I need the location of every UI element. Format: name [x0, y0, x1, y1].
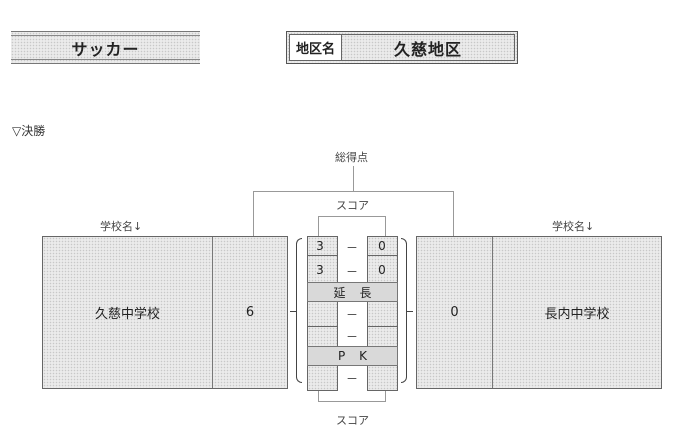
period-1-left-score: 3 [316, 239, 324, 253]
bracket-line [385, 216, 386, 236]
bracket-line [453, 191, 454, 236]
bracket-line [353, 166, 354, 191]
extra-row-2-separator: － [345, 330, 358, 344]
region-label: 地区名 [290, 35, 342, 60]
row-divider [367, 326, 398, 327]
sport-title: サッカー [11, 35, 200, 60]
bracket-line [318, 216, 319, 236]
sport-header: サッカー [11, 31, 200, 64]
period-2-separator: － [345, 265, 358, 279]
row-divider [307, 255, 338, 256]
school-label-right: 学校名↓ [552, 220, 595, 233]
team-name-left: 久慈中学校 [43, 237, 213, 388]
school-label-left: 学校名↓ [100, 220, 143, 233]
team-total-left: 6 [245, 305, 255, 320]
period-2-left-score: 3 [316, 263, 324, 277]
period-2-right-score: 0 [378, 263, 386, 277]
team-panel-right: 0 長内中学校 [416, 236, 662, 389]
score-label-top: スコア [336, 199, 369, 212]
total-score-label: 総得点 [335, 151, 368, 164]
extra-row-1-separator: － [345, 308, 358, 322]
region-name: 久慈地区 [393, 39, 462, 59]
extra-time-label: 延長 [307, 282, 398, 302]
bracket-line [253, 191, 454, 192]
region-header: 地区名 久慈地区 [286, 31, 518, 64]
left-brace-tip [290, 311, 296, 312]
right-brace-tip [407, 311, 413, 312]
bracket-line [318, 391, 319, 401]
period-1-separator: － [345, 241, 358, 255]
period-1-right-score: 0 [378, 239, 386, 253]
bracket-line [318, 216, 386, 217]
section-title: ▽決勝 [12, 124, 46, 138]
row-divider [307, 326, 338, 327]
pk-label: PK [307, 346, 398, 366]
team-total-right: 0 [417, 237, 493, 388]
pk-row-separator: － [345, 372, 358, 386]
team-panel-left: 久慈中学校 6 [42, 236, 288, 389]
bracket-line [253, 191, 254, 236]
row-divider [367, 255, 398, 256]
bracket-line [318, 401, 386, 402]
score-column-right [367, 236, 398, 391]
bracket-line [385, 391, 386, 401]
score-label-bottom: スコア [336, 414, 369, 427]
left-brace [296, 238, 302, 383]
team-name-right: 長内中学校 [544, 307, 610, 322]
score-column-left [307, 236, 338, 391]
